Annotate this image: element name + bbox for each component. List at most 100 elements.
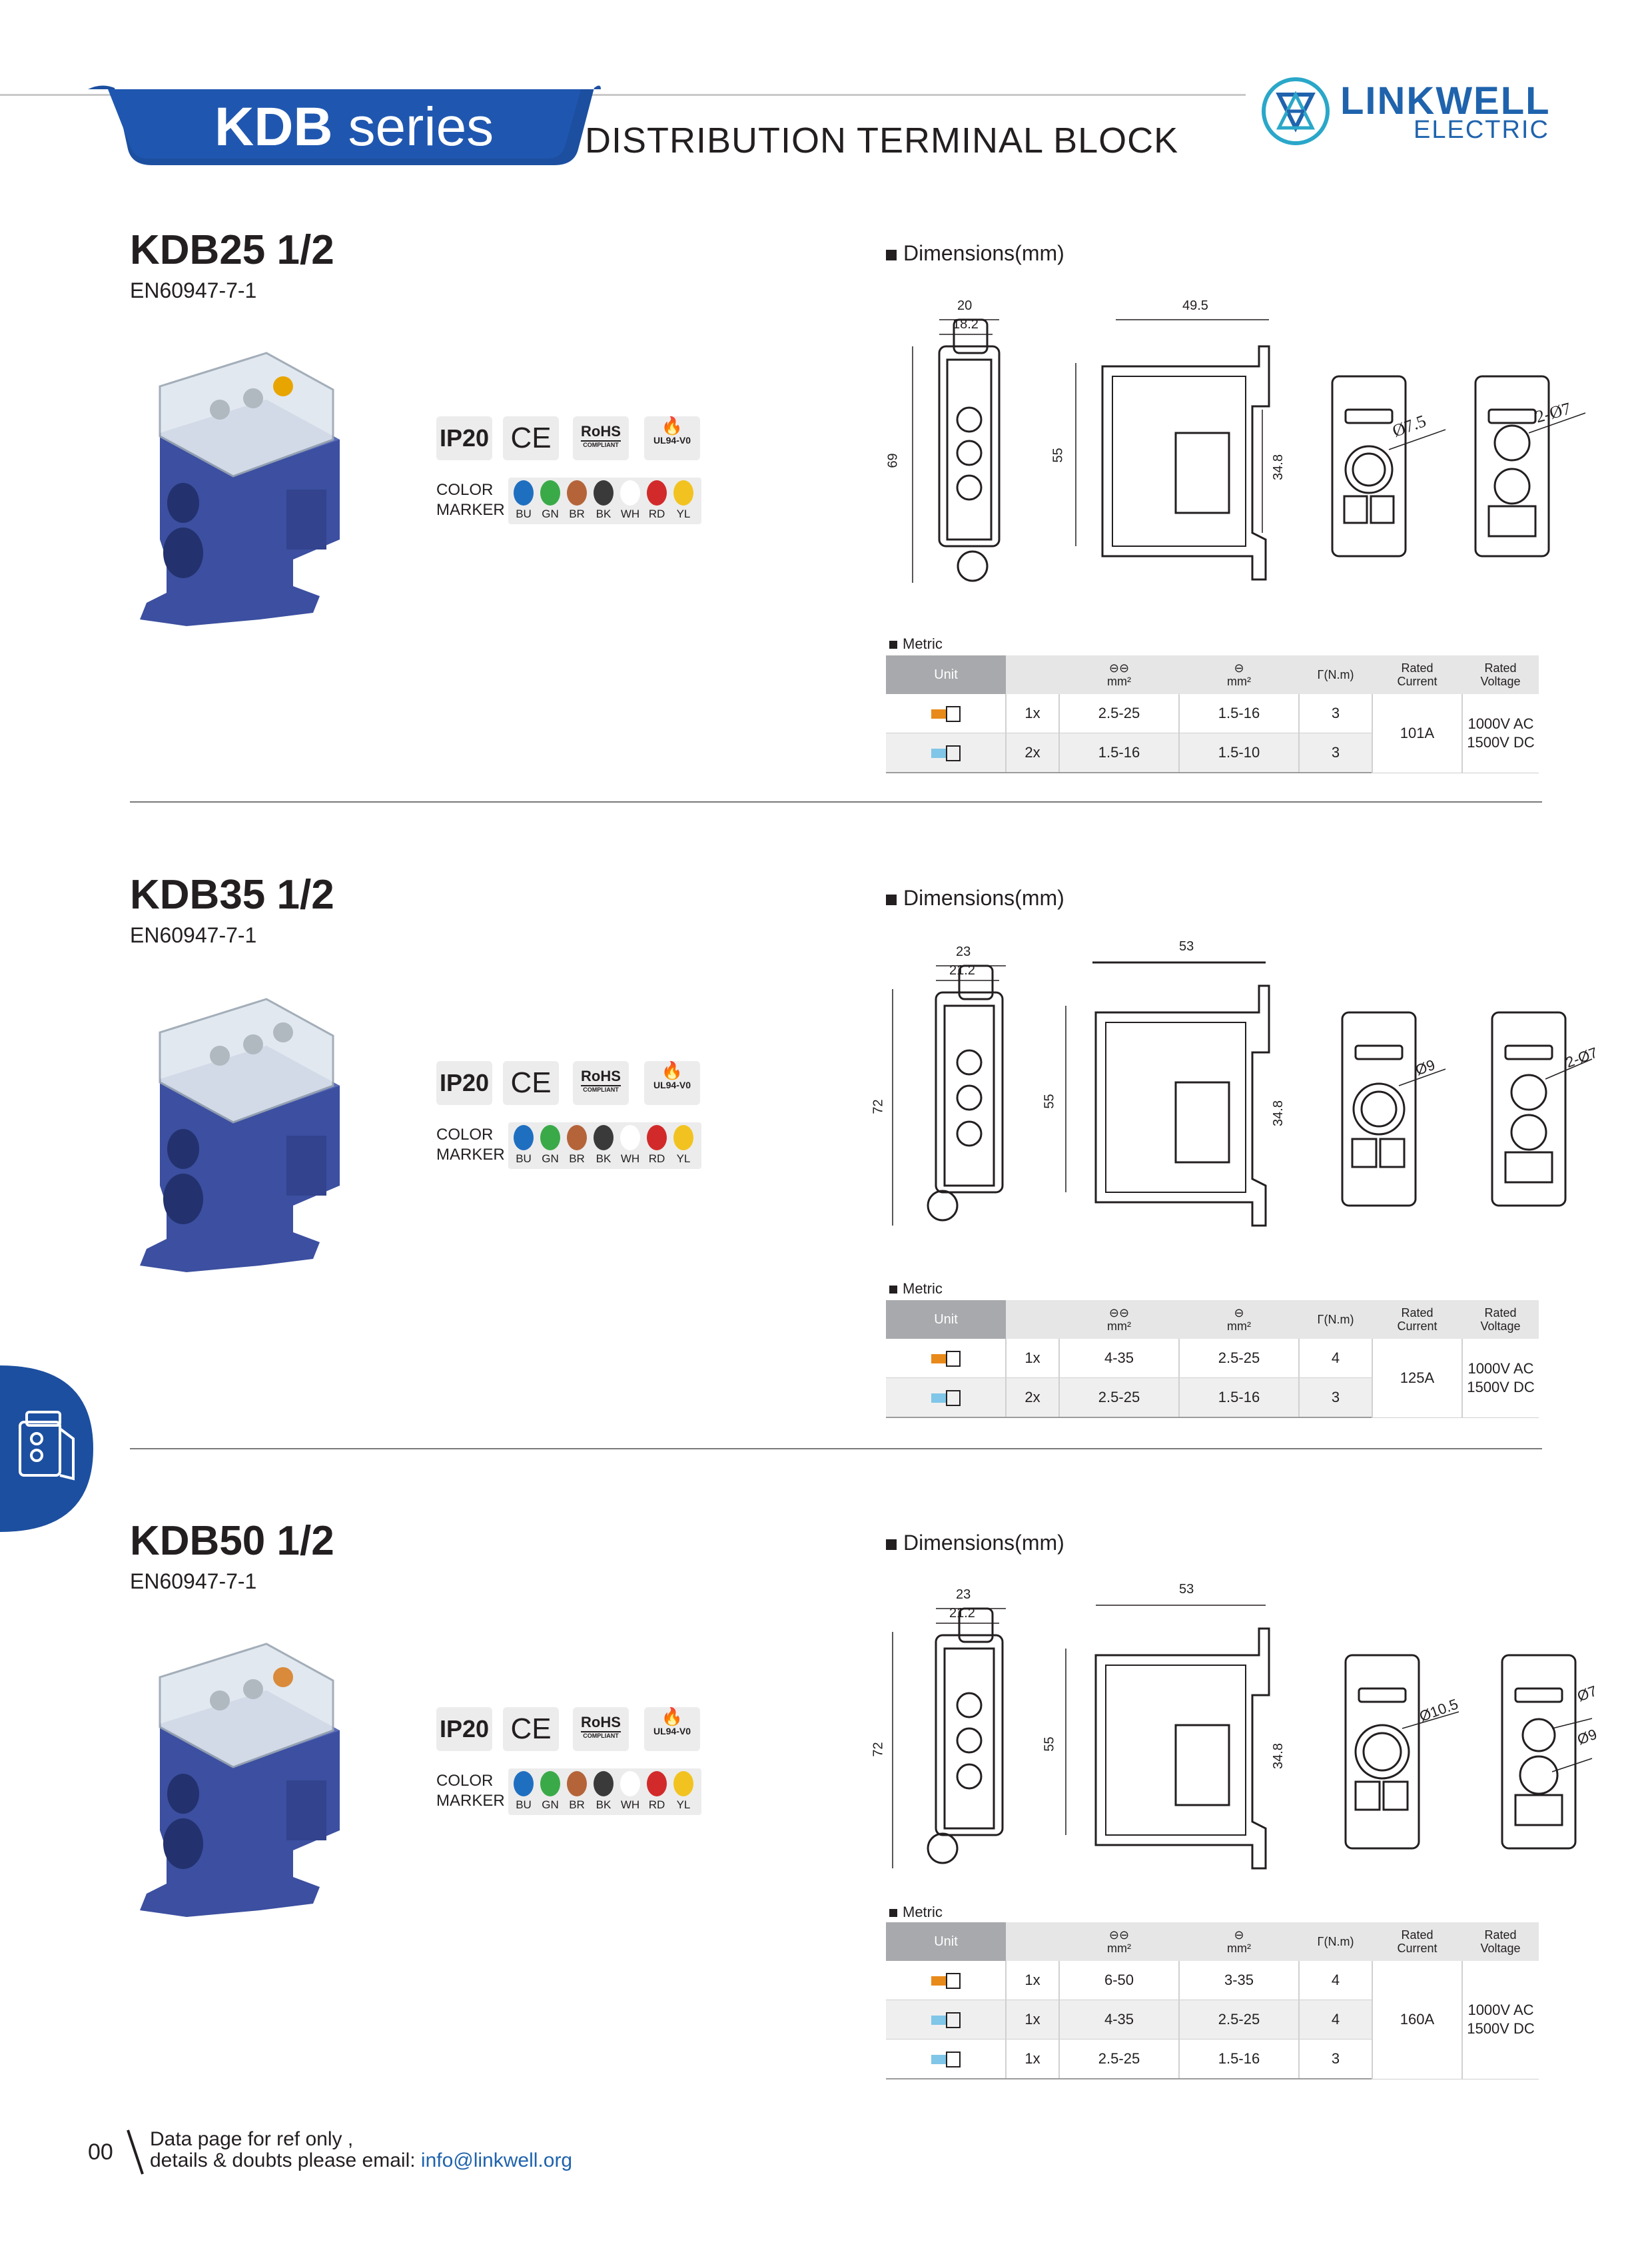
swatch-br: BR <box>566 1125 588 1166</box>
dim-height: 72 <box>871 1099 886 1114</box>
output-port-icon <box>886 733 1007 773</box>
email-link[interactable]: info@linkwell.org <box>420 2149 573 2171</box>
color-marker-swatches: BU GN BR BK WH RD YL <box>508 1122 701 1169</box>
row-stranded: 4-35 <box>1059 1339 1180 1378</box>
torque-icon: Γ <box>1317 668 1324 681</box>
dim-rail-height: 34.8 <box>1270 1743 1286 1769</box>
dim-height: 72 <box>871 1742 886 1757</box>
input-port-icon <box>886 694 1007 733</box>
dim-width-inner: 21.2 <box>949 1606 975 1621</box>
dimensions-title: Dimensions(mm) <box>886 241 1064 266</box>
header-ferrule: ⊖mm² <box>1179 1300 1299 1339</box>
swatch-bu: BU <box>512 1125 535 1166</box>
ip20-badge: IP20 <box>436 416 492 460</box>
header-torque: Γ(N.m) <box>1299 655 1372 694</box>
swatch-wh: WH <box>619 1771 641 1812</box>
row-torque: 3 <box>1299 733 1373 773</box>
ul94-flame-icon: 🔥 UL94-V0 <box>644 416 700 460</box>
input-port-icon <box>886 1961 1007 2000</box>
metric-title: Metric <box>889 1280 943 1298</box>
swatch-br: BR <box>566 480 588 521</box>
output-port-icon <box>886 2039 1007 2079</box>
swatch-bk: BK <box>592 1125 615 1166</box>
color-marker-swatches: BU GN BR BK WH RD YL <box>508 1768 701 1815</box>
dimension-drawing: 23 21.2 72 53 55 34.8 Ø10.5 Ø7 Ø9 <box>871 1582 1605 1878</box>
input-port-icon <box>886 1339 1007 1378</box>
dim-width-inner: 18.2 <box>953 317 979 332</box>
ul94-flame-icon: 🔥 UL94-V0 <box>644 1707 700 1751</box>
stranded-conductor-icon: ⊖⊖ <box>1108 1928 1130 1942</box>
ip20-badge: IP20 <box>436 1061 492 1105</box>
product-model: KDB35 1/2 <box>130 872 334 918</box>
swatch-br: BR <box>566 1771 588 1812</box>
dim-depth: 49.5 <box>1182 298 1208 313</box>
row-stranded: 4-35 <box>1059 2000 1180 2040</box>
header-count <box>1006 1922 1059 1961</box>
dim-depth: 53 <box>1179 1582 1194 1597</box>
brand-sub: ELECTRIC <box>1414 116 1549 144</box>
metric-title: Metric <box>889 635 943 653</box>
dimension-drawing: 23 21.2 72 53 55 34.8 Ø9 2-Ø7 <box>871 939 1605 1236</box>
dim-body-height: 55 <box>1042 1094 1057 1109</box>
rohs-icon: RoHS COMPLIANT <box>573 416 629 460</box>
row-torque: 4 <box>1299 1961 1373 2000</box>
row-ferrule: 2.5-25 <box>1179 1339 1300 1378</box>
swatch-gn: GN <box>539 480 562 521</box>
dimensions-title: Dimensions(mm) <box>886 886 1064 911</box>
swatch-gn: GN <box>539 1771 562 1812</box>
row-count: 1x <box>1006 694 1060 733</box>
row-ferrule: 1.5-16 <box>1179 1377 1300 1418</box>
header-unit: Unit <box>886 1300 1006 1339</box>
series-label: KDB series <box>214 97 494 157</box>
row-count: 1x <box>1006 1961 1060 2000</box>
rated-current: 101A <box>1372 694 1463 773</box>
row-stranded: 2.5-25 <box>1059 694 1180 733</box>
row-ferrule: 2.5-25 <box>1179 2000 1300 2040</box>
swatch-rd: RD <box>645 1125 668 1166</box>
swatch-bu: BU <box>512 480 535 521</box>
swatch-gn: GN <box>539 1125 562 1166</box>
header-torque: Γ(N.m) <box>1299 1300 1372 1339</box>
product-image <box>133 986 360 1299</box>
torque-icon: Γ <box>1317 1313 1324 1326</box>
row-count: 1x <box>1006 1339 1060 1378</box>
dim-width-inner: 21.2 <box>949 963 975 978</box>
row-torque: 3 <box>1299 694 1373 733</box>
stranded-conductor-icon: ⊖⊖ <box>1108 661 1130 675</box>
header-stranded: ⊖⊖mm² <box>1059 1300 1179 1339</box>
swatch-yl: YL <box>672 480 695 521</box>
ce-mark-icon: CE <box>503 1707 559 1751</box>
brand-name: LINKWELL <box>1340 79 1551 123</box>
dim-rail-height: 34.8 <box>1270 454 1286 480</box>
dim-width-outer: 23 <box>956 1587 971 1602</box>
dim-height: 69 <box>885 453 901 468</box>
product-model: KDB50 1/2 <box>130 1518 334 1564</box>
swatch-rd: RD <box>645 1771 668 1812</box>
product-standard: EN60947-7-1 <box>130 923 257 947</box>
swatch-bu: BU <box>512 1771 535 1812</box>
dim-rail-height: 34.8 <box>1270 1100 1286 1126</box>
stranded-conductor-icon: ⊖⊖ <box>1108 1306 1130 1319</box>
swatch-bk: BK <box>592 1771 615 1812</box>
row-ferrule: 1.5-16 <box>1179 2039 1300 2079</box>
rohs-icon: RoHS COMPLIANT <box>573 1707 629 1751</box>
ip20-badge: IP20 <box>436 1707 492 1751</box>
swatch-yl: YL <box>672 1771 695 1812</box>
ce-mark-icon: CE <box>503 1061 559 1105</box>
product-standard: EN60947-7-1 <box>130 278 257 302</box>
page-title: DISTRIBUTION TERMINAL BLOCK <box>585 121 1179 161</box>
series-badge: KDB series <box>88 83 601 165</box>
ferrule-conductor-icon: ⊖ <box>1234 661 1244 675</box>
header-torque: Γ(N.m) <box>1299 1922 1372 1961</box>
section-divider <box>130 801 1542 803</box>
